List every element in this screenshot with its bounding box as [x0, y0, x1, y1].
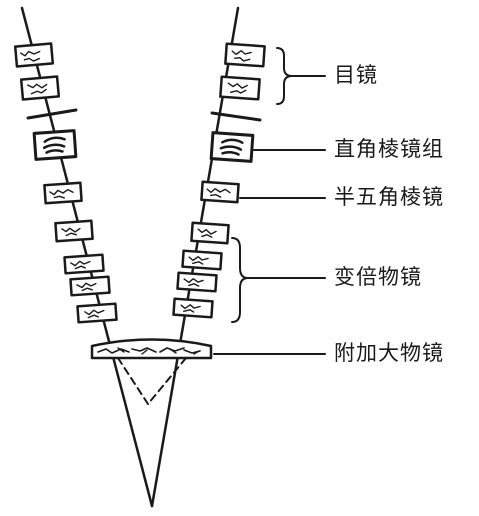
left-right-angle-prism [32, 129, 78, 161]
right-eyepiece [219, 42, 266, 101]
left-field-stop [26, 108, 78, 120]
left-eyepiece [13, 42, 61, 101]
dashed-light-rays [117, 357, 187, 405]
eyepiece-bracket [276, 47, 293, 105]
right-zoom-objective [172, 221, 230, 319]
label-auxiliary-objective: 附加大物镜 [334, 341, 444, 365]
auxiliary-large-objective [90, 338, 213, 360]
zoom-objective-bracket [231, 237, 249, 323]
right-right-angle-prism [209, 131, 255, 163]
left-half-pentaprism [43, 181, 83, 205]
label-zoom-objective: 变倍物镜 [334, 265, 422, 289]
right-half-pentaprism [200, 180, 240, 204]
left-zoom-objective [54, 219, 118, 324]
right-field-stop [210, 111, 262, 122]
label-half-pentaprism: 半五角棱镜 [334, 185, 444, 209]
label-eyepiece: 目镜 [334, 63, 378, 87]
label-right-angle-prism-group: 直角棱镜组 [334, 137, 444, 161]
